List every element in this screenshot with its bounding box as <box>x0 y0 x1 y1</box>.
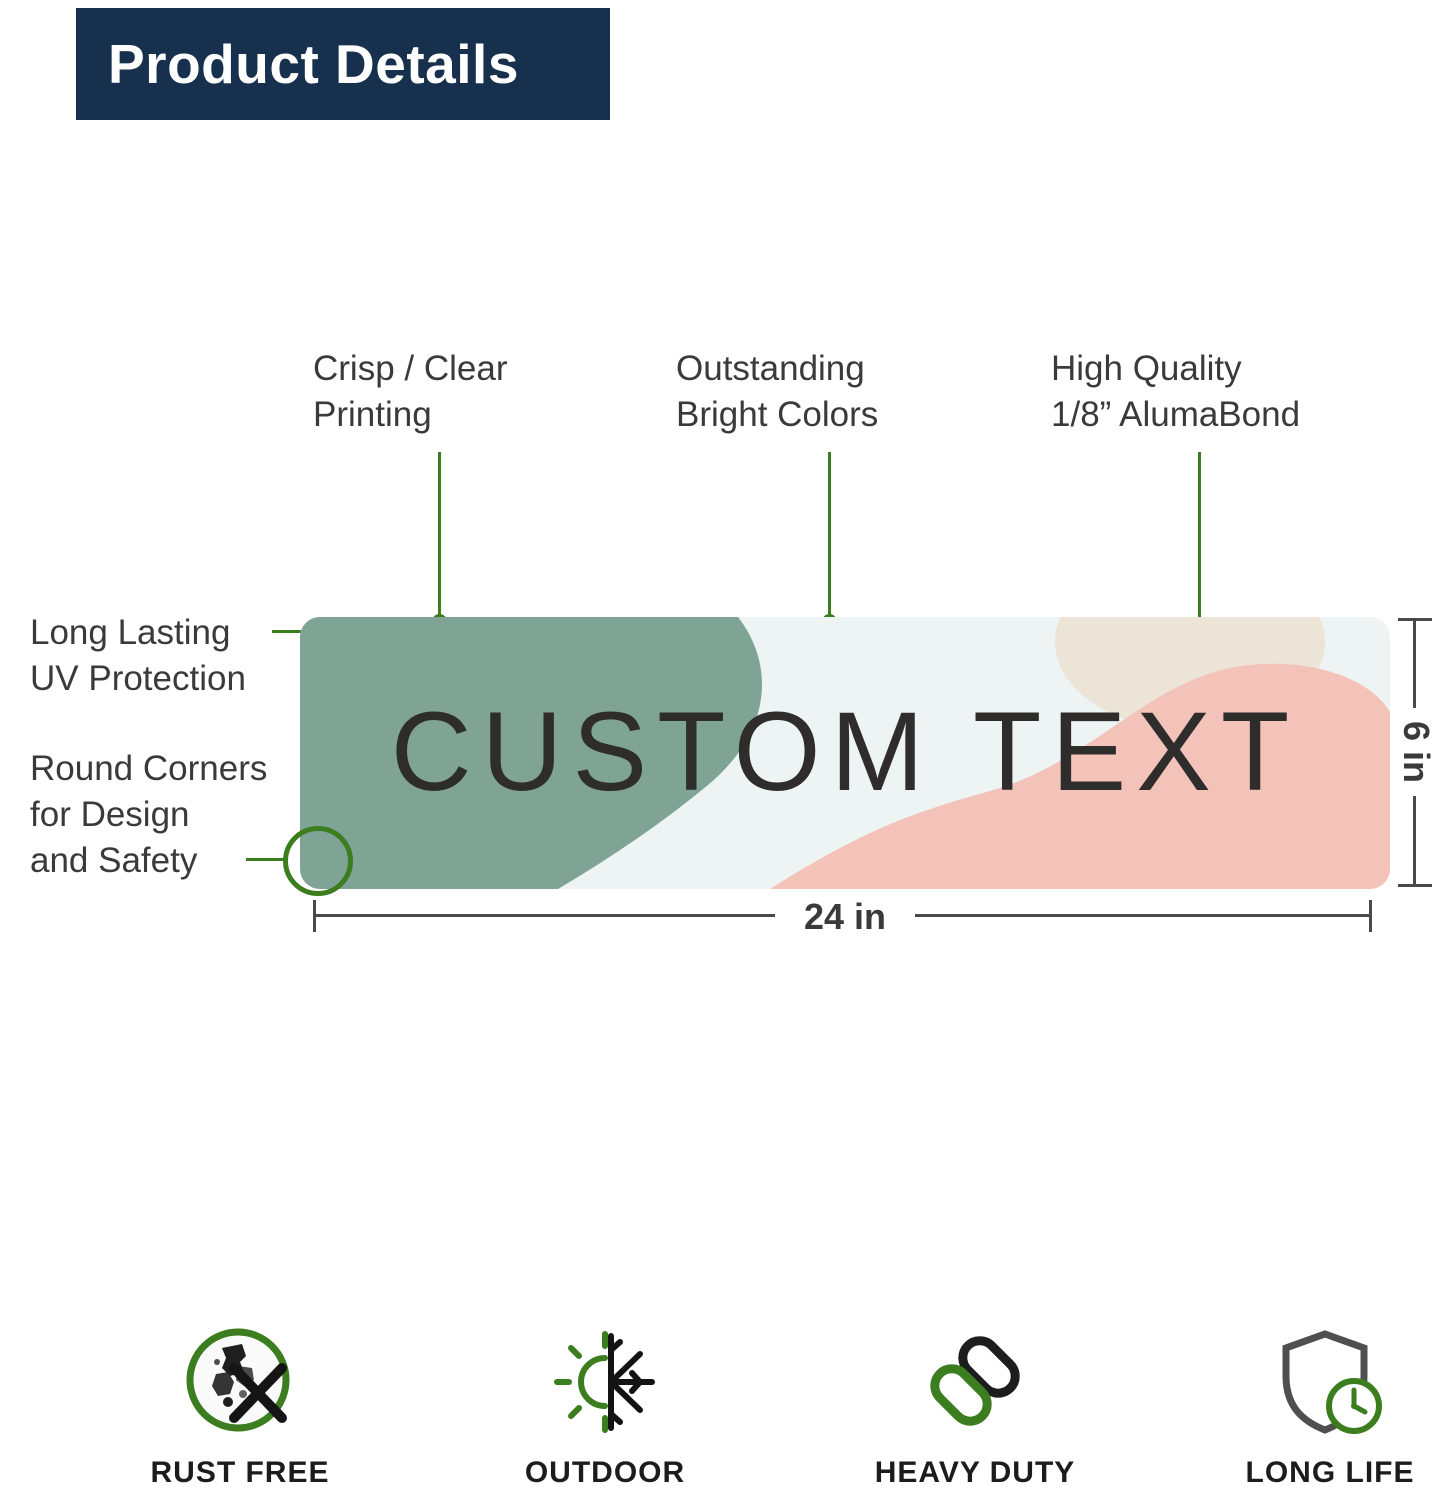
sign-custom-text: CUSTOM TEXT <box>390 688 1300 814</box>
callout-round-corners: Round Corners for Design and Safety <box>30 749 268 881</box>
connector-line-bright <box>828 452 831 622</box>
height-dim-cap-top <box>1398 618 1432 621</box>
sign-artwork <box>300 617 1390 889</box>
callout-alumabond: High Quality 1/8” AlumaBond <box>1051 349 1301 435</box>
connector-line-material <box>1198 452 1201 622</box>
feature-label: LONG LIFE <box>1245 1456 1415 1489</box>
feature-label: OUTDOOR <box>524 1456 686 1489</box>
width-dim-line-right <box>915 914 1372 917</box>
width-dim-line-left <box>313 914 775 917</box>
long-life-icon <box>1282 1330 1382 1434</box>
half-snowflake <box>608 1333 655 1431</box>
feature-long-life: LONG LIFE <box>1180 1322 1435 1490</box>
connector-line-crisp <box>438 452 441 622</box>
half-sun <box>554 1331 608 1433</box>
heavy-duty-icon <box>930 1336 1020 1426</box>
feature-label: RUST FREE <box>150 1456 330 1489</box>
green-blob <box>300 617 762 889</box>
width-dim-label: 24 in <box>803 896 887 937</box>
sign-mockup: CUSTOM TEXT <box>300 617 1390 889</box>
connector-line-corners <box>246 858 286 861</box>
corner-highlight-ring <box>283 826 353 896</box>
feature-heavy-duty: HEAVY DUTY <box>825 1322 1125 1490</box>
page-title: Product Details <box>108 33 519 95</box>
feature-outdoor: OUTDOOR <box>455 1322 755 1490</box>
cross-out-x <box>229 1363 287 1423</box>
callout-bright-colors: Outstanding Bright Colors <box>676 349 879 435</box>
callout-crisp-printing: Crisp / Clear Printing <box>313 349 508 435</box>
feature-label: HEAVY DUTY <box>874 1456 1076 1489</box>
connector-line-uv <box>272 630 310 633</box>
height-dim-label: 6 in <box>1396 720 1435 783</box>
chain-links <box>930 1336 1020 1426</box>
callout-uv-protection: Long Lasting UV Protection <box>30 613 246 699</box>
outdoor-icon <box>554 1331 655 1433</box>
height-dim-line-top <box>1413 620 1416 708</box>
pink-blob <box>770 663 1390 889</box>
feature-rust-free: RUST FREE <box>90 1322 390 1490</box>
height-dim-line-bottom <box>1413 796 1416 886</box>
header-banner: Product Details <box>76 8 610 120</box>
rust-free-icon <box>186 1328 290 1432</box>
